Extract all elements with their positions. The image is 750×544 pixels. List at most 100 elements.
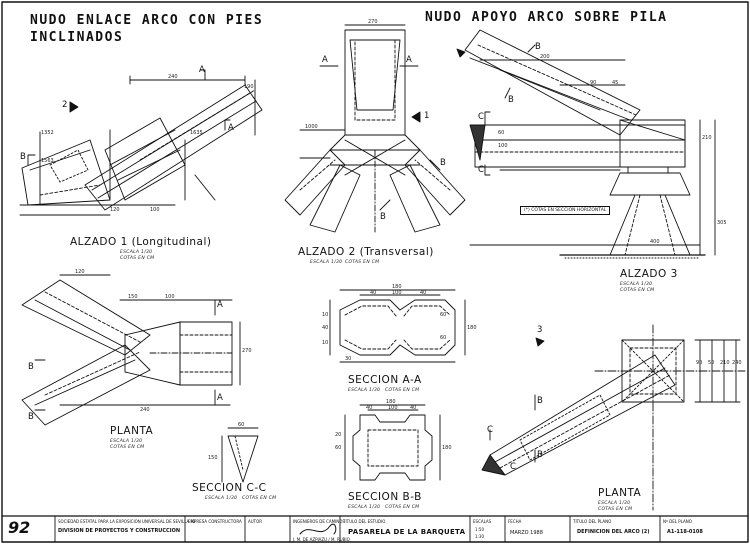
dim-60-a3: 60 — [498, 130, 505, 136]
dim-40-saa-b: 40 — [420, 290, 427, 296]
planta-left-title: PLANTA — [110, 425, 154, 437]
seccion-cc-escala: ESCALA 1/30 — [205, 496, 238, 501]
dim-270-pl: 270 — [242, 348, 252, 354]
marker-a-planta-top: A — [217, 300, 223, 310]
dim-180-sbb: 180 — [386, 399, 396, 405]
marker-b-alzado1: B — [20, 152, 26, 162]
tb-escala-1: 1:50 — [475, 527, 484, 532]
tb-plano: DEFINICION DEL ARCO (2) — [577, 529, 650, 535]
dim-400-a3: 400 — [650, 239, 660, 245]
alzado-1-escala: ESCALA 1/30 — [120, 250, 153, 255]
dim-200-a3: 200 — [540, 54, 550, 60]
marker-2: 2 — [62, 100, 68, 110]
planta-left-drawing — [21, 274, 241, 426]
seccion-cc-cotas: COTAS EN CM — [242, 496, 277, 501]
dim-60-saa-a: 60 — [440, 312, 447, 318]
dim-100-pl: 100 — [165, 294, 175, 300]
dim-50-pr: 50 — [708, 360, 715, 366]
tb-fecha: MARZO 1988 — [510, 530, 543, 536]
tb-numero-label: Nº DEL PLANO — [663, 519, 692, 524]
marker-b-plantar-bottom: B — [537, 450, 543, 460]
alzado-1-title: ALZADO 1 (Longitudinal) — [70, 236, 212, 248]
planta-left-cotas: COTAS EN CM — [110, 445, 145, 450]
dim-30-saa: 30 — [345, 356, 352, 362]
dim-240: 240 — [168, 74, 178, 80]
dim-40-sbb-b: 40 — [410, 405, 417, 411]
alzado-2-title: ALZADO 2 (Transversal) — [298, 246, 434, 258]
alzado-3-cotas: COTAS EN CM — [620, 288, 655, 293]
seccion-cc-drawing — [221, 427, 259, 483]
dim-305-a3: 305 — [717, 220, 727, 226]
dim-60-scc: 60 — [238, 422, 245, 428]
seccion-bb-title: SECCION B-B — [348, 491, 422, 503]
tb-division: DIVISION DE PROYECTOS Y CONSTRUCCION — [58, 528, 181, 534]
note-cotas-horizontal: (*) COTAS EN SECCION HORIZONTAL — [520, 206, 611, 215]
marker-b-plantar-top: B — [537, 396, 543, 406]
tb-ingenieros: J. M. DE AZPIAZU / M. RUBIO — [293, 537, 350, 542]
tb-autor-label: AUTOR — [248, 519, 263, 524]
dim-180-saa-v: 180 — [467, 325, 477, 331]
marker-a-alzado1-bottom: A — [228, 123, 234, 133]
marker-b-alzado3-top: B — [535, 42, 541, 52]
seccion-aa-escala: ESCALA 1/30 — [348, 388, 381, 393]
marker-b-planta-bottom: B — [28, 412, 34, 422]
title-left-line-2: INCLINADOS — [30, 30, 124, 45]
dim-1000-a2: 1000 — [305, 124, 318, 130]
dim-40-sbb-a: 40 — [366, 405, 373, 411]
dim-45-a3: 45 — [612, 80, 619, 86]
dim-210-pr: 210 — [720, 360, 730, 366]
dim-1352: 1352 — [41, 130, 54, 136]
alzado-3-drawing — [456, 29, 716, 259]
alzado-1-drawing — [19, 69, 263, 216]
title-left-line-1: NUDO ENLACE ARCO CON PIES — [30, 13, 264, 28]
seccion-aa-cotas: COTAS EN CM — [385, 388, 420, 393]
marker-3: 3 — [537, 325, 543, 335]
dim-240-pl: 240 — [140, 407, 150, 413]
marker-b-planta-top: B — [28, 362, 34, 372]
dim-120-a1: 120 — [110, 207, 120, 213]
dim-40-saa-v: 40 — [322, 325, 329, 331]
seccion-aa-drawing — [329, 289, 466, 363]
dim-100-saa: 100 — [392, 290, 402, 296]
planta-right-title: PLANTA — [598, 487, 642, 499]
seccion-bb-drawing — [344, 404, 441, 481]
seccion-cc-title: SECCION C-C — [192, 482, 267, 494]
dim-150-pl: 150 — [128, 294, 138, 300]
dim-180-saa: 180 — [392, 284, 402, 290]
alzado-3-title: ALZADO 3 — [620, 268, 678, 280]
marker-a-planta-bottom: A — [217, 393, 223, 403]
dim-100-sbb: 100 — [388, 405, 398, 411]
tb-sociedad: SOCIEDAD ESTATAL PARA LA EXPOSICION UNIV… — [58, 519, 196, 524]
alzado-1-cotas: COTAS EN CM — [120, 256, 155, 261]
marker-b-alzado3-mid: B — [508, 95, 514, 105]
dim-180-sbb-v: 180 — [442, 445, 452, 451]
tb-ingenieros-label: INGENIEROS DE CAMINOS — [293, 519, 345, 524]
planta-right-drawing — [481, 324, 746, 511]
marker-c-alzado3-bottom: C — [478, 165, 484, 175]
dim-100-a3: 100 — [498, 143, 508, 149]
dim-150-scc: 150 — [208, 455, 218, 461]
tb-escalas-label: ESCALAS — [473, 519, 492, 524]
tb-plano-label: TITULO DEL PLANO — [573, 519, 612, 524]
tb-fecha-label: FECHA — [508, 519, 522, 524]
seccion-aa-title: SECCION A-A — [348, 374, 422, 386]
tb-estudio-label: TITULO DEL ESTUDIO — [343, 519, 386, 524]
marker-a-alzado1-top: A — [199, 65, 205, 75]
tb-numero: A1-118-0108 — [667, 529, 703, 535]
dim-60-saa-b: 60 — [440, 335, 447, 341]
dim-120-pl: 120 — [75, 269, 85, 275]
alzado-3-escala: ESCALA 1/30 — [620, 282, 653, 287]
dim-1635: 1635 — [190, 130, 203, 136]
marker-c-plantar-bottom: C — [510, 462, 516, 472]
marker-c-alzado3-top: C — [478, 112, 484, 122]
marker-a-alzado2-left: A — [322, 55, 328, 65]
dim-20-sbb: 20 — [335, 432, 342, 438]
dim-90-a3: 90 — [590, 80, 597, 86]
marker-a-alzado2-right: A — [406, 55, 412, 65]
dim-90-pr: 90 — [696, 360, 703, 366]
marker-c-plantar: C — [487, 425, 493, 435]
tb-estudio: PASARELA DE LA BARQUETA — [348, 528, 466, 536]
title-block-lines — [1, 515, 749, 543]
dim-240-pr: 240 — [732, 360, 742, 366]
